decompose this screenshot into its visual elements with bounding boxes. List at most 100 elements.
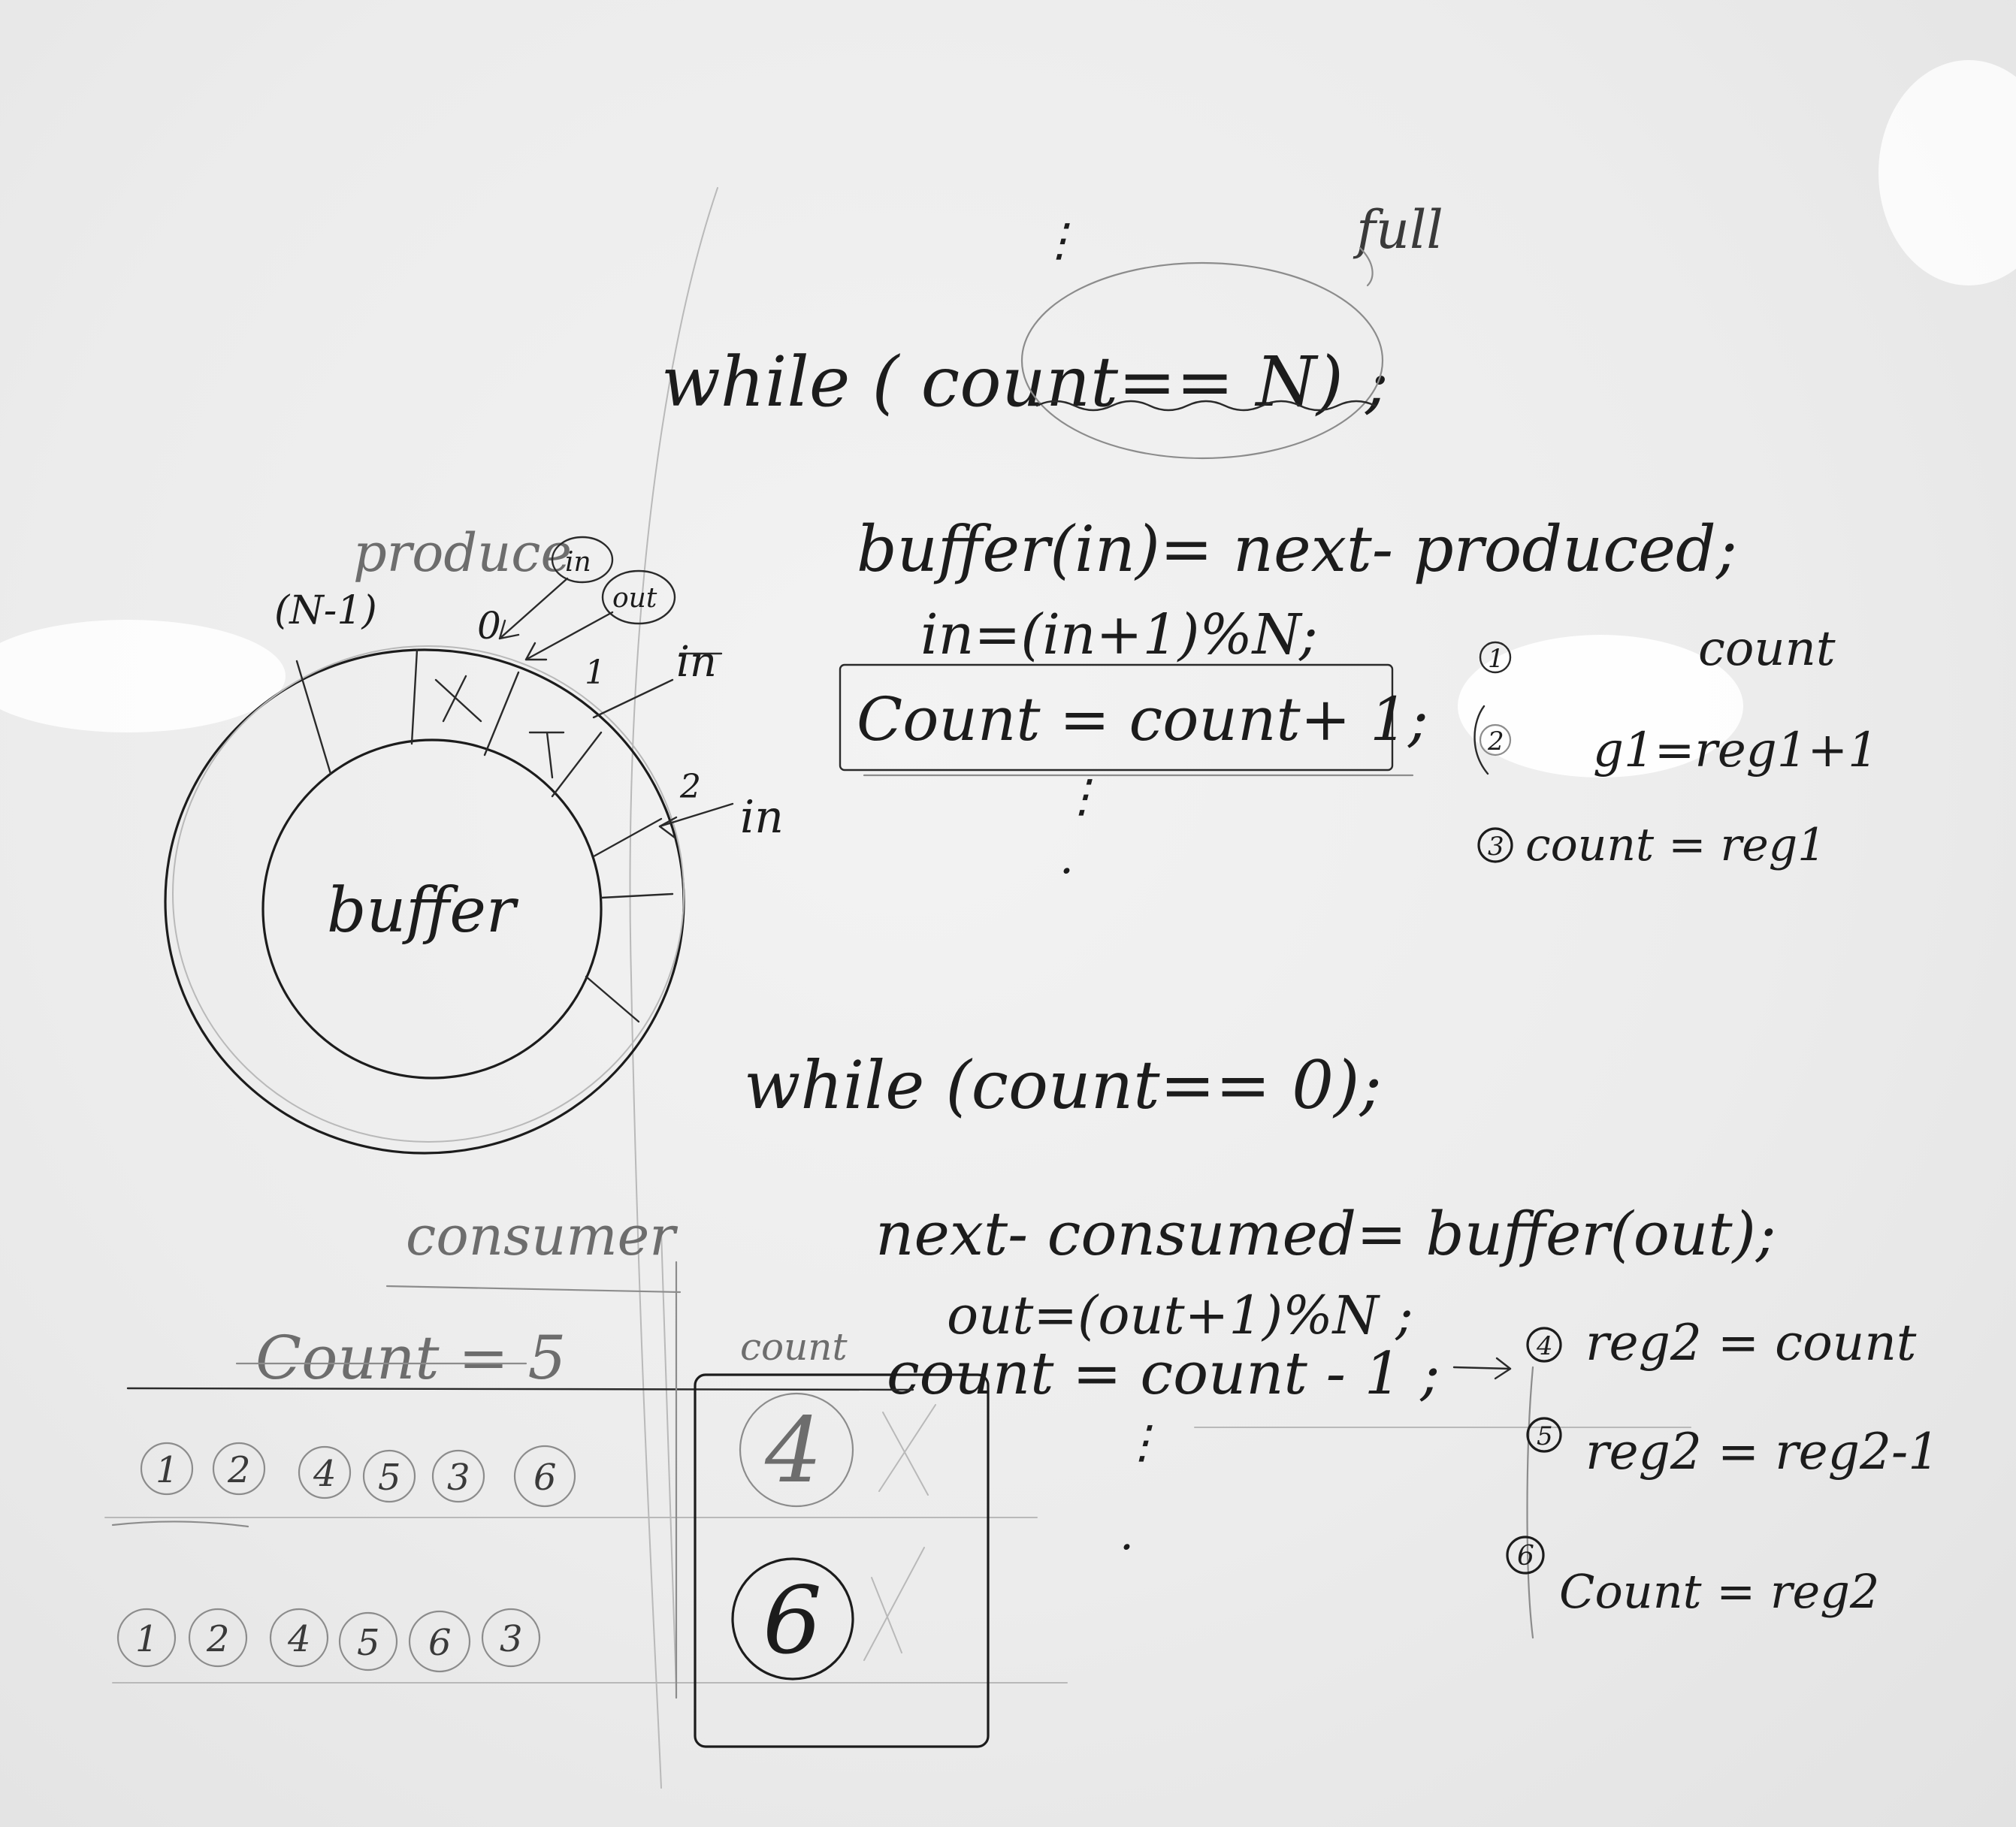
step-5-marker	[1526, 1417, 1562, 1453]
sequence-step	[298, 1445, 352, 1499]
full-circle	[1020, 261, 1384, 460]
step-3-number: 3	[1488, 832, 1504, 862]
to-steps-arrow	[1452, 1366, 1512, 1370]
order-row-2: 1 2 4 5 6 3	[116, 1608, 541, 1673]
step-6-number: 6	[1517, 1541, 1534, 1572]
producer-code: while ( count== N) ; full buffer(in)= ne…	[661, 199, 1737, 898]
dots-top: ⋮	[1037, 214, 1082, 267]
glare-right	[1458, 635, 1743, 778]
result-1-circle	[739, 1392, 854, 1508]
in-arrow	[498, 577, 569, 640]
glare-left	[0, 620, 286, 732]
consumer-code: while (count== 0); next- consumed= buffe…	[744, 1046, 1776, 1574]
slot-1-label: 1	[585, 654, 606, 692]
producer-steps: 1 count 2 g1=reg1+1 3 count = reg1	[1473, 621, 1878, 871]
step-2-number: 2	[1487, 726, 1504, 756]
interleaving-table: consumer Count = 5 count 1 2 4 5 3 6 1	[111, 1204, 990, 1748]
sequence-step	[212, 1442, 266, 1496]
dots-3: ⋮	[1120, 1416, 1165, 1469]
step-5-text: reg2 = reg2-1	[1585, 1423, 1939, 1481]
buffer-inner-ring	[261, 738, 603, 1080]
sequence-step	[431, 1449, 485, 1503]
count-header: Count = 5	[255, 1323, 566, 1393]
sequence-step	[338, 1611, 398, 1671]
result-2-cross	[863, 1547, 925, 1661]
out-arrow	[524, 611, 614, 661]
glare-corner	[1878, 60, 2016, 285]
sequence-step	[481, 1608, 541, 1668]
step-3-text: count = reg1	[1525, 819, 1826, 871]
step-1-text: count	[1698, 621, 1836, 677]
buffer-diagram: produce (N-1) buffer 0 1 2 in out in	[164, 522, 784, 1155]
sequence-step	[362, 1449, 416, 1503]
condition-underline	[1035, 400, 1377, 412]
sequence-step	[513, 1445, 576, 1508]
sequence-step	[269, 1608, 329, 1668]
sequence-step	[140, 1442, 194, 1496]
order-row-1: 1 2 4 5 3 6	[111, 1442, 576, 1528]
slot-0-label: 0	[477, 604, 501, 648]
step-2-marker	[1479, 723, 1512, 756]
dots-4: ·	[1120, 1521, 1134, 1574]
producer-index-line: in=(in+1)%N;	[920, 602, 1318, 667]
in-pointer-arrow	[658, 802, 734, 828]
crossed-in-pointer: in	[676, 638, 717, 687]
dots-2: ·	[1059, 845, 1074, 898]
steps-bracket-top	[1473, 705, 1489, 775]
row-1-underline	[111, 1520, 249, 1528]
sequence-step-label: 5	[378, 1457, 401, 1499]
in-arrowhead	[498, 619, 520, 640]
step-4-text: reg2 = count	[1585, 1314, 1917, 1372]
in-pointer: in	[740, 791, 784, 844]
step-6-text: Count = reg2	[1559, 1564, 1879, 1619]
slot-divider	[592, 817, 663, 858]
filled-slot-mark	[434, 675, 482, 723]
ghost-vertical	[660, 1231, 677, 1691]
step-3-marker	[1477, 827, 1513, 863]
sequence-step	[116, 1608, 177, 1668]
dots-1: ⋮	[1059, 770, 1105, 823]
filled-slot-mark	[528, 731, 565, 779]
out-tag: out	[612, 583, 657, 614]
step-2-text: g1=reg1+1	[1593, 723, 1878, 778]
sequence-step-label: 2	[206, 1618, 230, 1660]
buffer-center-label: buffer	[327, 875, 519, 947]
result-1-cross	[878, 1404, 936, 1496]
step-6-marker	[1506, 1536, 1545, 1575]
out-tag-circle	[601, 569, 676, 625]
producer-assign-line: buffer(in)= next- produced;	[857, 512, 1737, 586]
result-1-value: 4	[764, 1399, 822, 1503]
steps-bracket-bottom	[1526, 1366, 1534, 1639]
in-tag-circle	[551, 536, 614, 584]
slot-divider	[600, 892, 674, 899]
ghost-curve	[629, 187, 718, 1789]
sequence-step-label: 1	[135, 1618, 159, 1660]
consumer-underline	[385, 1285, 682, 1294]
buffer-outer-ghost	[172, 645, 685, 1143]
result-2-value: 6	[763, 1567, 822, 1675]
consumer-steps: 4 reg2 = count 5 reg2 = reg2-1 6 Count =…	[1506, 1314, 1939, 1639]
sequence-step	[188, 1608, 248, 1668]
consumer-assign-line: next- consumed= buffer(out);	[875, 1199, 1776, 1269]
slot-divider	[585, 975, 640, 1023]
slot-divider	[483, 671, 520, 756]
slot-2-label: 2	[679, 768, 701, 806]
step-4-number: 4	[1536, 1331, 1553, 1361]
sequence-step	[408, 1610, 471, 1673]
step-1-marker	[1479, 641, 1512, 674]
slot-top-left-label: (N-1)	[274, 588, 377, 633]
producer-count-line: Count = count+ 1;	[857, 684, 1428, 754]
sequence-step-label: 6	[428, 1622, 452, 1664]
out-arrowhead	[524, 642, 548, 661]
sequence-step-label: 3	[500, 1618, 523, 1660]
consumer-index-line: out=(out+1)%N ;	[947, 1285, 1413, 1346]
sequence-step-label: 2	[227, 1449, 251, 1491]
step-5-number: 5	[1537, 1421, 1553, 1451]
full-pointer	[1359, 246, 1374, 287]
old-in-arrow	[592, 678, 674, 719]
slot-divider	[410, 648, 419, 745]
slot-divider	[551, 731, 603, 798]
result-header: count	[740, 1325, 848, 1369]
step-1-number: 1	[1488, 644, 1504, 674]
